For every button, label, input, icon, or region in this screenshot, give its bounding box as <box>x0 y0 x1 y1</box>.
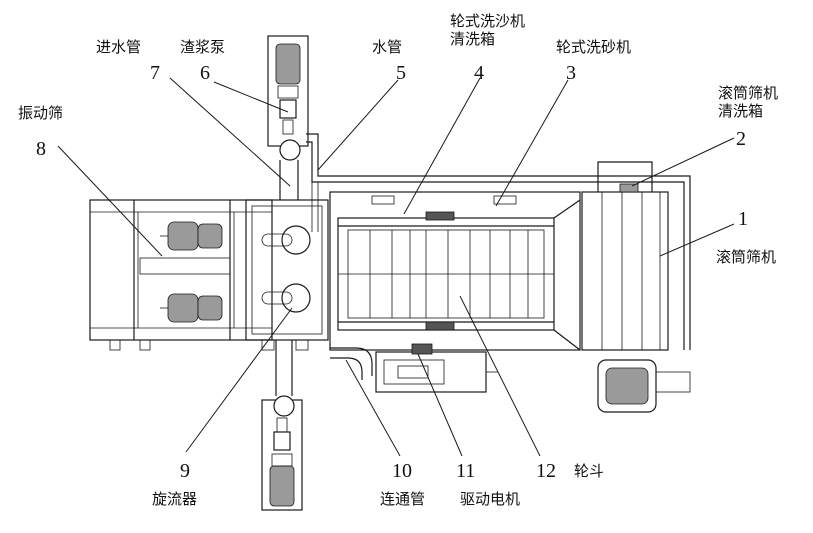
label-water-pipe: 水管 <box>372 38 403 56</box>
label-trommel: 滚筒筛机 <box>716 248 777 266</box>
label-cyclone: 旋流器 <box>152 490 198 508</box>
water-pipe <box>306 133 691 350</box>
number-8: 8 <box>36 138 46 160</box>
upper-slurry-pump <box>267 35 309 200</box>
leader-lines <box>57 77 735 457</box>
number-3: 3 <box>566 62 576 84</box>
number-5: 5 <box>396 62 406 84</box>
connecting-pipe <box>330 347 373 380</box>
number-6: 6 <box>200 62 210 84</box>
number-2: 2 <box>736 128 746 150</box>
number-1: 1 <box>738 208 748 230</box>
wheel-sand-washer <box>329 191 581 351</box>
number-10: 10 <box>392 460 412 482</box>
label-slurry-pump: 渣浆泵 <box>180 38 226 56</box>
label-wheel-sand-washer: 轮式洗砂机 <box>556 38 632 56</box>
cyclone-frame <box>245 199 329 351</box>
trommel-screen <box>581 161 691 413</box>
label-inlet-pipe: 进水管 <box>96 38 142 56</box>
vibrating-screen <box>89 199 273 351</box>
label-vibrating-screen: 振动筛 <box>18 104 64 122</box>
number-4: 4 <box>474 62 484 84</box>
number-7: 7 <box>150 62 160 84</box>
label-wheel-bucket: 轮斗 <box>574 462 605 480</box>
label-connecting-pipe: 连通管 <box>380 490 426 508</box>
label-sand-washer-tank: 轮式洗沙机 清洗箱 <box>450 12 526 48</box>
number-9: 9 <box>180 460 190 482</box>
lower-slurry-pump <box>261 340 303 511</box>
label-trommel-tank: 滚筒筛机 清洗箱 <box>718 84 779 120</box>
label-drive-motor: 驱动电机 <box>460 490 521 508</box>
number-12: 12 <box>536 460 556 482</box>
drive-motor <box>375 343 498 393</box>
number-11: 11 <box>456 460 476 482</box>
